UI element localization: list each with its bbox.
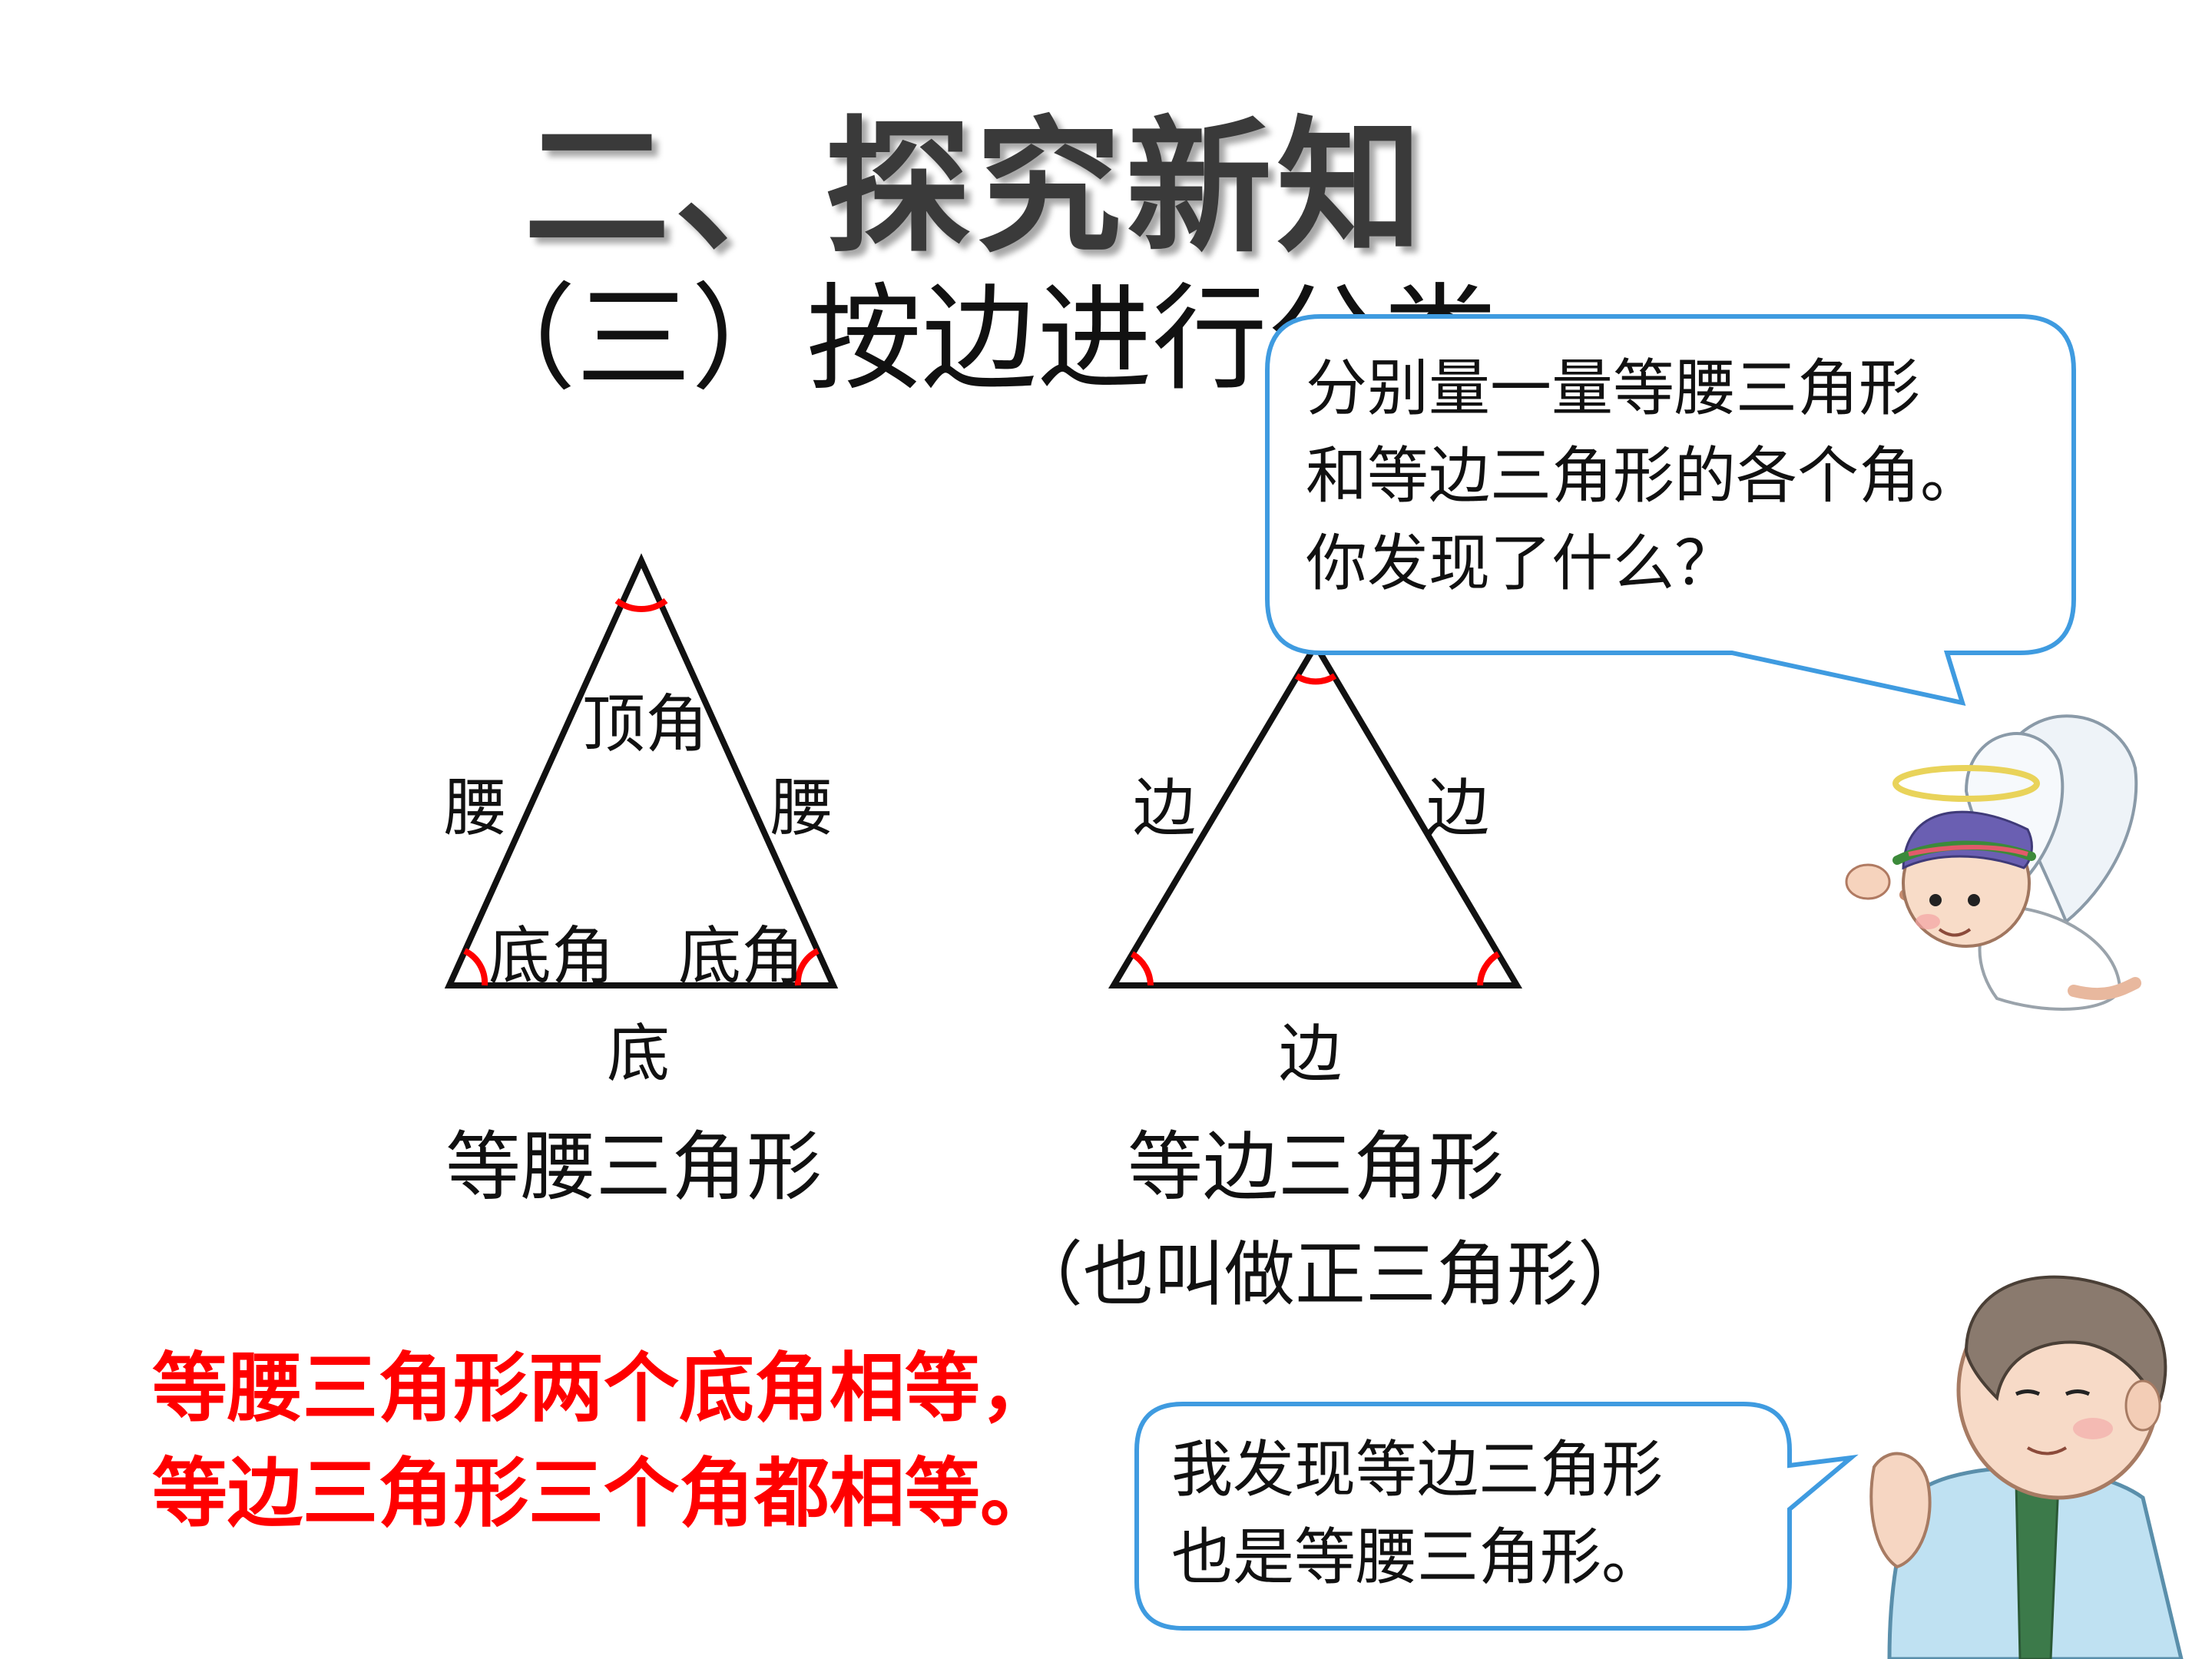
isosceles-leg-left-label: 腰	[444, 772, 508, 845]
equilateral-alias-note: （也叫做正三角形）	[1012, 1233, 1649, 1316]
apex-angle-mark	[614, 598, 668, 613]
equilateral-triangle	[1108, 639, 1523, 988]
bubble-bottom-line-1: 我发现等边三角形	[1171, 1434, 1663, 1505]
equilateral-triangle-name: 等边三角形	[1128, 1124, 1505, 1211]
equilateral-side-bottom-label: 边	[1279, 1018, 1343, 1091]
bubble-top-line-1: 分别量一量等腰三角形	[1306, 353, 1920, 424]
base-angle-left-mark	[463, 948, 488, 986]
isosceles-triangle-name: 等腰三角形	[445, 1124, 823, 1211]
isosceles-apex-angle-label: 顶角	[582, 688, 709, 761]
speech-bubble-top	[1265, 314, 2076, 707]
equilateral-side-right-label: 边	[1426, 772, 1490, 845]
isosceles-triangle	[444, 553, 839, 988]
conclusion-line-2: 等边三角形三个角都相等。	[152, 1450, 1056, 1538]
base-angle-right-mark	[794, 948, 820, 986]
conclusion-line-1: 等腰三角形两个底角相等，	[152, 1345, 1056, 1432]
boy-illustration	[1869, 1275, 2184, 1659]
bubble-top-line-2: 和等边三角形的各个角。	[1306, 440, 1982, 512]
isosceles-base-label: 底	[607, 1018, 671, 1091]
equilateral-left-angle-mark	[1130, 951, 1154, 986]
isosceles-base-angle-left-label: 底角	[488, 920, 615, 993]
equilateral-right-angle-mark	[1477, 951, 1501, 986]
isosceles-base-angle-right-label: 底角	[678, 920, 805, 993]
page-title: 二、探究新知	[523, 103, 1427, 273]
angel-illustration	[1845, 714, 2141, 1011]
equilateral-top-angle-mark	[1294, 673, 1337, 685]
isosceles-leg-right-label: 腰	[770, 772, 834, 845]
speech-bubble-bottom	[1134, 1402, 1859, 1631]
equilateral-side-left-label: 边	[1133, 772, 1197, 845]
bubble-top-line-3: 你发现了什么？	[1306, 528, 1736, 599]
bubble-bottom-line-2: 也是等腰三角形。	[1171, 1522, 1663, 1593]
